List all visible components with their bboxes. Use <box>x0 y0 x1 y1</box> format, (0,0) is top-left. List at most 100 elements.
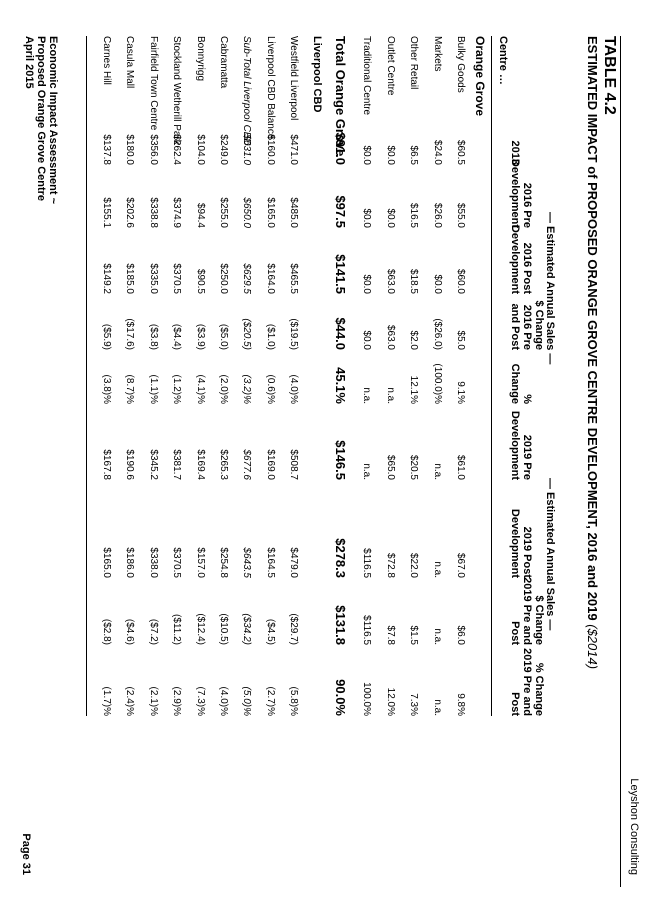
total-row-cell: $146.5 <box>333 440 348 480</box>
total-row-cell: $141.5 <box>333 254 348 294</box>
column-header: % Change <box>509 363 533 404</box>
table-row-cell: n.a. <box>431 628 443 645</box>
table-row-cell: ($20.5) <box>241 318 253 350</box>
table-row-label: Fairfield Town Centre <box>147 36 159 131</box>
table-row-cell: $63.0 <box>384 268 396 294</box>
table-row-cell: $6.0 <box>455 625 466 645</box>
table-row-cell: $629.5 <box>241 263 253 294</box>
table-row-cell: $0.0 <box>384 208 396 228</box>
table-row-cell: (4.0)% <box>288 374 300 404</box>
table-row-cell: $465.5 <box>288 263 300 294</box>
table-row-cell: ($10.5) <box>218 613 229 645</box>
section-liverpool-cbd: Liverpool CBD <box>310 36 323 113</box>
table-row-cell: ($7.2) <box>147 618 159 645</box>
table-row-cell: $185.0 <box>124 263 136 294</box>
table-row-cell: $90.5 <box>194 268 206 294</box>
table-row-cell: $249.0 <box>218 134 229 165</box>
table-row-cell: $479.0 <box>288 547 300 578</box>
bottom-rule <box>85 36 87 716</box>
table-row-label: Other Retail <box>408 36 420 90</box>
table-row-cell: $5.0 <box>455 330 466 350</box>
table-row-cell: (1.2)% <box>171 374 183 404</box>
table-row-cell: $165.0 <box>264 197 276 228</box>
table-row-cell: $338.0 <box>147 547 159 578</box>
table-row-cell: n.a. <box>361 463 373 480</box>
table-row-cell: $63.0 <box>384 324 396 350</box>
table-row-cell: $262.4 <box>171 134 183 165</box>
table-row-cell: (4.0)% <box>218 686 229 716</box>
table-row-cell: $338.8 <box>147 197 159 228</box>
column-header: 2016 Post Development <box>509 224 533 294</box>
table-row-cell: $1.5 <box>408 625 420 645</box>
table-row-cell: $631.0 <box>241 134 253 165</box>
table-row-cell: $190.6 <box>124 449 136 480</box>
footer-line-3: April 2015 <box>23 36 35 89</box>
company-name: Leyshon Consulting <box>628 778 640 875</box>
table-row-cell: $65.0 <box>384 454 396 480</box>
table-row-label: Markets <box>431 36 443 72</box>
table-row-cell: $250.0 <box>218 263 229 294</box>
section-orange-grove: Orange Grove <box>473 36 487 117</box>
table-row-label: Outlet Centre <box>384 36 396 96</box>
table-title-text: ESTIMATED IMPACT of PROPOSED ORANGE GROV… <box>585 36 600 621</box>
table-row-cell: ($17.6) <box>124 318 136 350</box>
total-row-cell: $44.0 <box>333 317 348 350</box>
table-row-label: Cabramatta <box>218 36 229 89</box>
group-header-2019: — Estimated Annual Sales — <box>544 478 556 631</box>
centre-header: Centre … <box>497 36 509 85</box>
table-row-cell: $345.2 <box>147 449 159 480</box>
table-row-cell: $20.5 <box>408 454 420 480</box>
table-row-cell: (0.6)% <box>264 374 276 404</box>
table-row-cell: ($11.2) <box>171 614 183 645</box>
table-row-cell: $0.0 <box>361 208 373 228</box>
table-row-cell: n.a. <box>431 699 443 716</box>
table-row-cell: $255.0 <box>218 197 229 228</box>
table-row-label: Casula Mall <box>124 36 136 89</box>
table-row-cell: $18.5 <box>408 268 420 294</box>
table-row-cell: ($1.0) <box>264 323 276 350</box>
table-row-cell: ($2.8) <box>101 618 112 645</box>
total-row-cell: $131.8 <box>333 605 348 645</box>
table-row-cell: $265.3 <box>218 449 229 480</box>
table-row-cell: $165.0 <box>101 547 112 578</box>
table-row-cell: $155.1 <box>101 197 112 228</box>
table-row-cell: $471.0 <box>288 134 300 165</box>
table-row-cell: $169.0 <box>264 449 276 480</box>
table-row-cell: ($5.0) <box>218 323 229 350</box>
table-row-cell: $26.0 <box>431 202 443 228</box>
table-row-cell: ($34.2) <box>241 613 253 645</box>
table-row-cell: n.a. <box>361 387 373 404</box>
table-row-cell: ($5.9) <box>101 323 112 350</box>
table-row-cell: $94.4 <box>194 202 206 228</box>
table-row-cell: $7.8 <box>384 625 396 645</box>
table-row-cell: (1.7)% <box>101 686 112 716</box>
table-row-cell: ($12.4) <box>194 613 206 645</box>
table-row-label: Stockland Wetherill Park <box>171 36 183 145</box>
column-header: $ Change 2016 Pre and Post <box>509 300 545 350</box>
table-row-cell: $164.0 <box>264 263 276 294</box>
table-row-cell: $0.0 <box>384 145 396 165</box>
table-number: TABLE 4.2 <box>601 36 618 115</box>
table-row-cell: $508.7 <box>288 449 300 480</box>
table-units: ($2014) <box>585 624 600 670</box>
table-row-label: Bonnyrigg <box>194 36 206 82</box>
table-row-cell: (2.7)% <box>264 686 276 716</box>
column-header: % Change 2019 Pre and Post <box>509 648 545 716</box>
table-row-cell: $381.7 <box>171 449 183 480</box>
table-row-cell: $0.0 <box>361 330 373 350</box>
table-row-cell: (3.2)% <box>241 374 253 404</box>
table-row-cell: $643.5 <box>241 547 253 578</box>
column-header: 2016 Pre Development <box>509 158 533 228</box>
table-row-cell: $60.0 <box>455 268 466 294</box>
table-row-cell: ($4.5) <box>264 618 276 645</box>
table-row-cell: (8.7)% <box>124 374 136 404</box>
footer-line-2: Proposed Orange Grove Centre <box>35 36 47 202</box>
table-title: ESTIMATED IMPACT of PROPOSED ORANGE GROV… <box>585 36 600 669</box>
table-row-cell: ($4.4) <box>171 323 183 350</box>
table-row-label: Carnes Hill <box>101 36 112 85</box>
table-row-cell: $186.0 <box>124 547 136 578</box>
column-header: $ Change 2019 Pre and Post <box>509 577 545 645</box>
total-row-cell: $97.5 <box>333 195 348 228</box>
table-row-cell: $370.5 <box>171 547 183 578</box>
